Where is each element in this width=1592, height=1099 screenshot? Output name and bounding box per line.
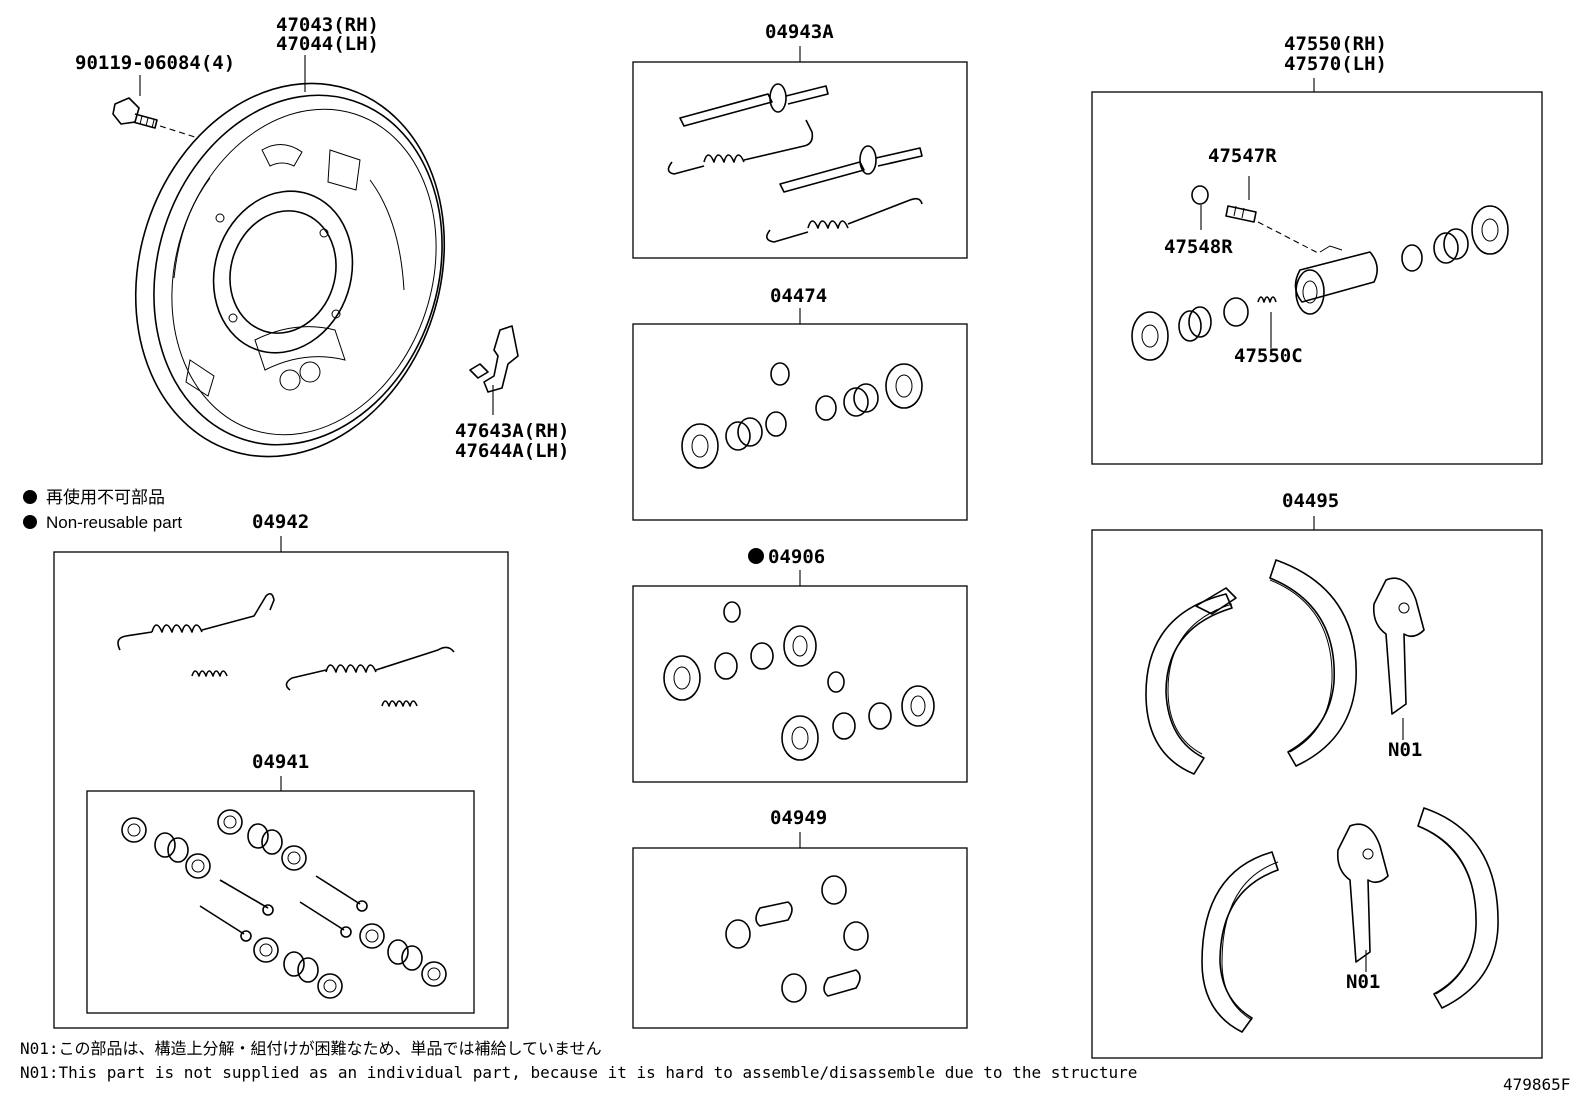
brake-shoe-lower-left[interactable]: [1201, 851, 1279, 1033]
springs-04942[interactable]: [117, 592, 455, 707]
parking-lever-lower[interactable]: [1336, 823, 1389, 963]
bracket-47643a[interactable]: [469, 325, 519, 393]
label-bolt: 90119-06084(4): [75, 52, 235, 74]
label-backing-plate-lh: 47044(LH): [276, 33, 379, 55]
label-shoe-kit: 04495: [1282, 490, 1339, 512]
label-backing-plate-rh: 47043(RH): [276, 14, 379, 36]
note-en: N01:This part is not supplied as an indi…: [20, 1063, 1137, 1082]
label-bracket-rh: 47643A(RH): [455, 420, 569, 442]
label-kit-04949: 04949: [770, 807, 827, 829]
backing-plate[interactable]: [89, 43, 492, 497]
label-bleeder-plug: 47547R: [1208, 145, 1277, 167]
label-kit-04474: 04474: [770, 285, 827, 307]
hold-down-parts-04941[interactable]: [121, 809, 447, 999]
kit-04906-box: [632, 585, 968, 783]
label-n01-top: N01: [1388, 739, 1422, 761]
brake-shoe-upper-right[interactable]: [1269, 559, 1357, 767]
legend-en: Non-reusable part: [46, 513, 182, 532]
label-kit-04942: 04942: [252, 511, 309, 533]
label-kit-04943a: 04943A: [765, 21, 834, 43]
label-n01-bottom: N01: [1346, 971, 1380, 993]
bleeder-parts[interactable]: [1191, 185, 1257, 223]
kit-04474-box: [632, 323, 968, 521]
brake-shoe-upper-left[interactable]: [1145, 587, 1237, 775]
seal-kit-04906[interactable]: [663, 601, 935, 761]
legend: 再使用不可部品 Non-reusable part: [23, 487, 182, 532]
label-cylinder-lh: 47570(LH): [1284, 53, 1387, 75]
kit-04943a-box: [632, 61, 968, 259]
adjuster-parts-04943a[interactable]: [667, 83, 923, 243]
legend-bullet-en: [23, 515, 37, 529]
note-jp: N01:この部品は、構造上分解・組付けが困難なため、単品では補給していません: [20, 1039, 602, 1058]
label-kit-04941: 04941: [252, 751, 309, 773]
legend-jp: 再使用不可部品: [46, 487, 165, 507]
label-cylinder-rh: 47550(RH): [1284, 33, 1387, 55]
boot-kit-04949[interactable]: [725, 875, 869, 1003]
label-kit-04906: 04906: [768, 546, 825, 568]
shoe-kit-box: [1091, 529, 1543, 1059]
legend-bullet-jp: [23, 490, 37, 504]
diagram-id: 479865F: [1503, 1075, 1570, 1094]
bolt-90119[interactable]: [112, 97, 158, 129]
non-reusable-bullet: [748, 548, 764, 564]
cylinder-kit-04474[interactable]: [681, 362, 923, 469]
parking-lever-upper[interactable]: [1372, 577, 1425, 715]
label-bleeder-cap: 47548R: [1164, 236, 1233, 258]
label-cylinder-spring: 47550C: [1234, 345, 1303, 367]
wheel-cylinder-box: [1091, 91, 1543, 465]
brake-shoe-lower-right[interactable]: [1417, 807, 1499, 1009]
wheel-cylinder-47550[interactable]: [1131, 205, 1509, 361]
label-bracket-lh: 47644A(LH): [455, 440, 569, 462]
